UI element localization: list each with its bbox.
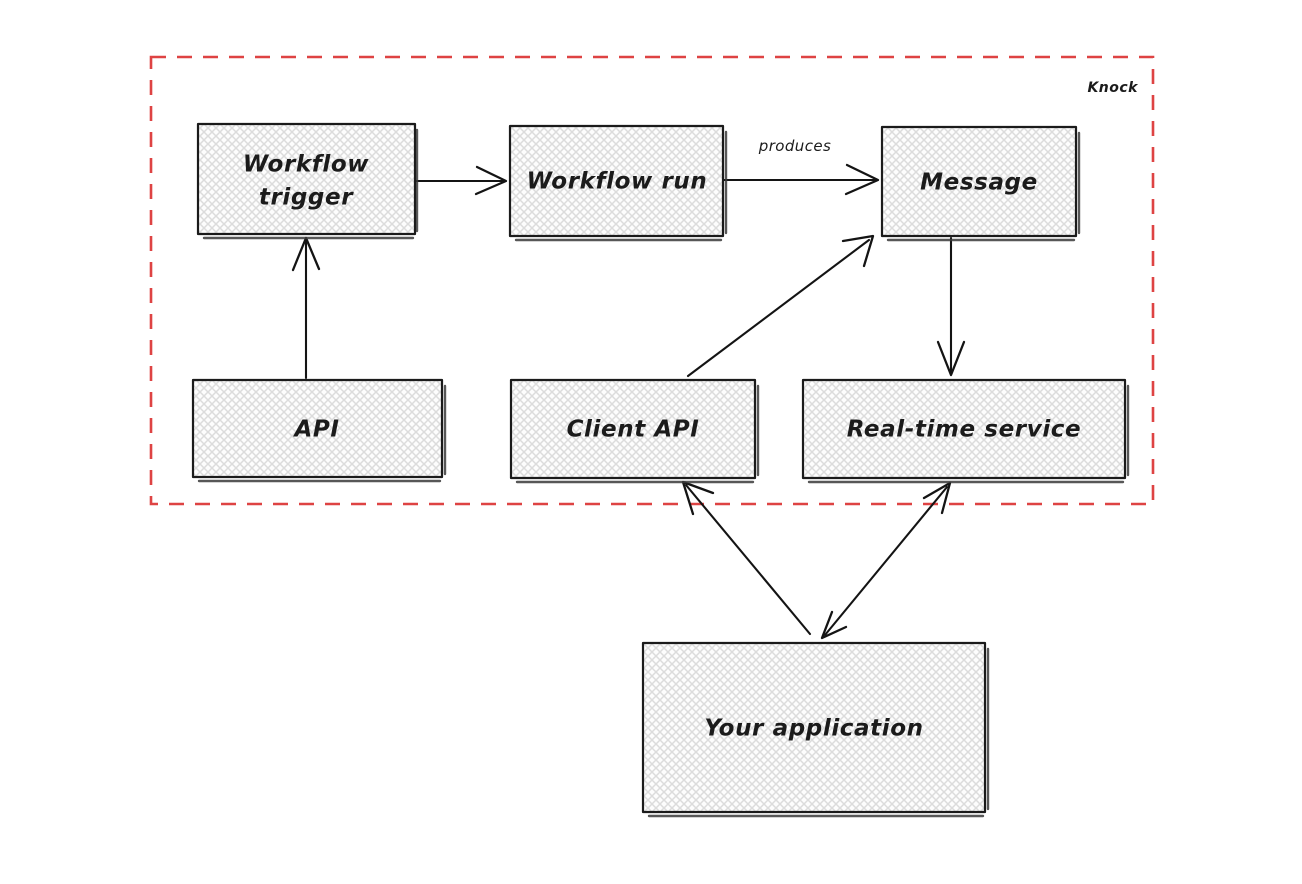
knock-boundary-rect xyxy=(149,55,1155,506)
arrowhead-icon xyxy=(844,163,880,196)
edge-trigger-to-run xyxy=(414,165,508,196)
node-label-message: Message xyxy=(920,170,1038,196)
arrowhead-icon xyxy=(820,610,848,640)
node-label-your-application: Your application xyxy=(704,716,923,742)
edge-realtime-app-bidirectional xyxy=(820,481,952,640)
arrowhead-icon xyxy=(474,165,508,196)
node-label-api: API xyxy=(292,417,339,443)
node-label-workflow-trigger-line1: Workflow xyxy=(243,152,369,178)
node-workflow-trigger[interactable]: Workflow trigger xyxy=(196,122,419,240)
node-real-time-service[interactable]: Real-time service xyxy=(801,378,1130,484)
node-label-real-time-service: Real-time service xyxy=(847,417,1082,443)
edge-client-api-to-message xyxy=(686,234,875,378)
edge-message-to-realtime xyxy=(936,236,966,377)
node-workflow-run[interactable]: Workflow run xyxy=(508,124,728,242)
node-client-api[interactable]: Client API xyxy=(509,378,760,484)
node-label-client-api: Client API xyxy=(567,417,700,443)
arrowhead-icon xyxy=(936,340,966,377)
node-api[interactable]: API xyxy=(191,378,447,483)
edge-label-produces: produces xyxy=(758,137,831,155)
node-message[interactable]: Message xyxy=(880,125,1081,242)
edge-api-to-trigger xyxy=(291,236,321,380)
knock-boundary-label: Knock xyxy=(1087,80,1139,96)
arrowhead-icon xyxy=(841,234,875,268)
node-label-workflow-trigger-line2: trigger xyxy=(259,185,354,211)
node-your-application[interactable]: Your application xyxy=(641,641,990,818)
node-label-workflow-run: Workflow run xyxy=(527,169,708,195)
knock-boundary: Knock xyxy=(149,55,1155,506)
edge-run-to-message: produces xyxy=(722,137,880,196)
